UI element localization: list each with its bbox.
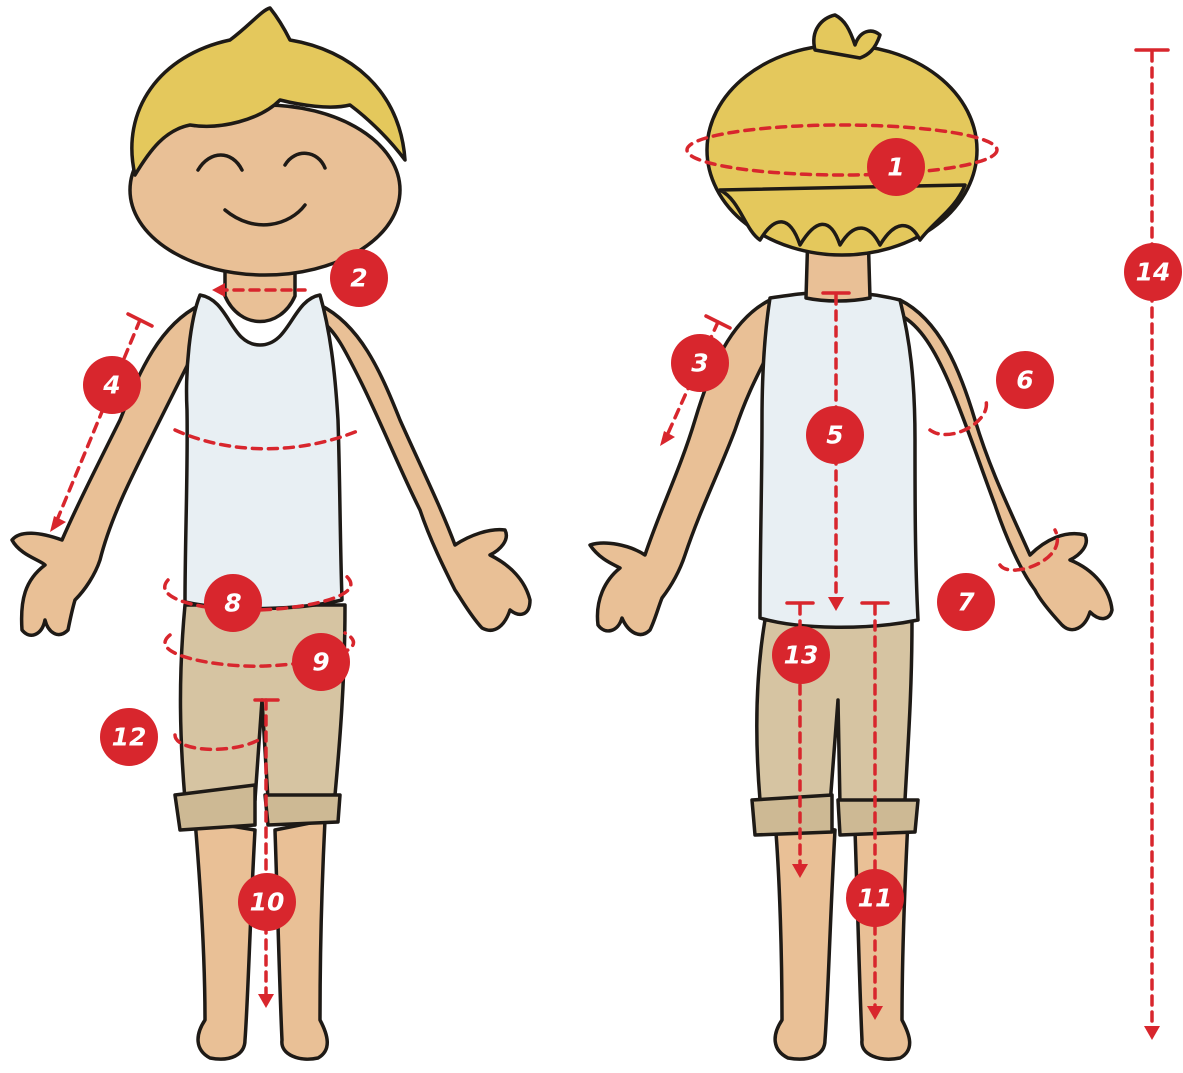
badge-2: 2: [330, 249, 388, 307]
svg-text:5: 5: [826, 421, 843, 450]
arrow-shoulder-back: [660, 431, 675, 446]
back-right-arm: [900, 300, 1112, 630]
back-hair-fringe: [720, 185, 965, 245]
arrow-inseam: [258, 994, 274, 1008]
svg-text:7: 7: [957, 588, 975, 617]
badge-1: 1: [867, 138, 925, 196]
svg-text:12: 12: [112, 723, 147, 752]
back-left-cuff: [752, 795, 832, 835]
back-right-cuff: [838, 800, 918, 835]
svg-text:9: 9: [312, 648, 329, 677]
badge-14: 14: [1124, 243, 1182, 301]
badge-4: 4: [83, 356, 141, 414]
front-tank-top: [185, 295, 342, 609]
svg-text:2: 2: [350, 264, 367, 293]
svg-text:1: 1: [887, 153, 904, 182]
badge-12: 12: [100, 708, 158, 766]
svg-text:11: 11: [858, 884, 893, 913]
badge-7: 7: [937, 573, 995, 631]
front-left-cuff: [175, 785, 255, 830]
front-left-leg: [195, 820, 255, 1059]
svg-text:8: 8: [224, 589, 241, 618]
badge-5: 5: [806, 406, 864, 464]
badge-11: 11: [846, 869, 904, 927]
svg-text:13: 13: [784, 641, 819, 670]
front-right-cuff: [265, 795, 340, 825]
arrow-arm-front: [50, 516, 66, 532]
svg-text:10: 10: [250, 888, 285, 917]
badge-10: 10: [238, 873, 296, 931]
svg-text:6: 6: [1016, 366, 1033, 395]
badge-3: 3: [671, 334, 729, 392]
back-left-leg: [775, 820, 835, 1059]
svg-text:4: 4: [102, 371, 120, 400]
back-hair-tuft: [814, 15, 880, 58]
front-left-arm: [12, 305, 200, 635]
badge-13: 13: [772, 626, 830, 684]
arrow-total-height: [1144, 1026, 1160, 1040]
front-right-leg: [275, 820, 327, 1059]
back-right-leg: [855, 820, 910, 1059]
svg-text:14: 14: [1136, 258, 1171, 287]
badge-9: 9: [292, 633, 350, 691]
arrow-neck: [212, 283, 225, 297]
badge-8: 8: [204, 574, 262, 632]
svg-text:3: 3: [691, 349, 708, 378]
badge-6: 6: [996, 351, 1054, 409]
